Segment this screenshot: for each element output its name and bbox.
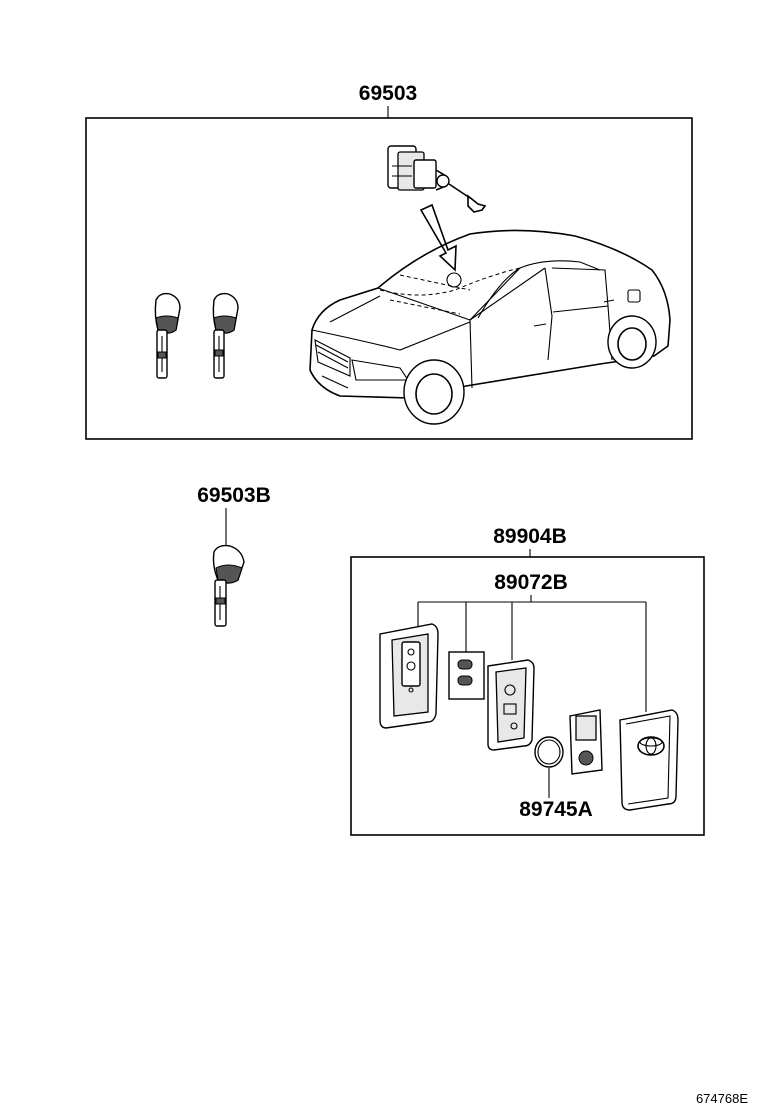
label-89745a: 89745A	[519, 798, 593, 821]
key-right	[212, 292, 239, 379]
remote-circuit-board	[487, 659, 535, 751]
box-69503	[85, 117, 693, 440]
remote-inner-frame	[569, 709, 603, 775]
label-89072b: 89072B	[494, 571, 568, 594]
car-illustration	[309, 229, 671, 425]
toyota-logo-icon	[637, 736, 665, 756]
label-89904b: 89904B	[493, 525, 567, 548]
figure-code: 674768E	[696, 1091, 748, 1106]
remote-front-cover	[619, 709, 679, 811]
box-89904b	[350, 556, 705, 836]
key-left	[154, 292, 181, 379]
location-arrow	[419, 203, 457, 272]
remote-buttons	[448, 651, 485, 700]
bracket-89072b	[417, 595, 647, 712]
remote-back-case	[379, 623, 439, 729]
label-69503b: 69503B	[197, 484, 271, 507]
battery-89745a	[534, 736, 564, 768]
lock-cylinder-assembly	[387, 145, 487, 213]
label-69503: 69503	[359, 82, 417, 105]
key-spare	[212, 544, 245, 627]
